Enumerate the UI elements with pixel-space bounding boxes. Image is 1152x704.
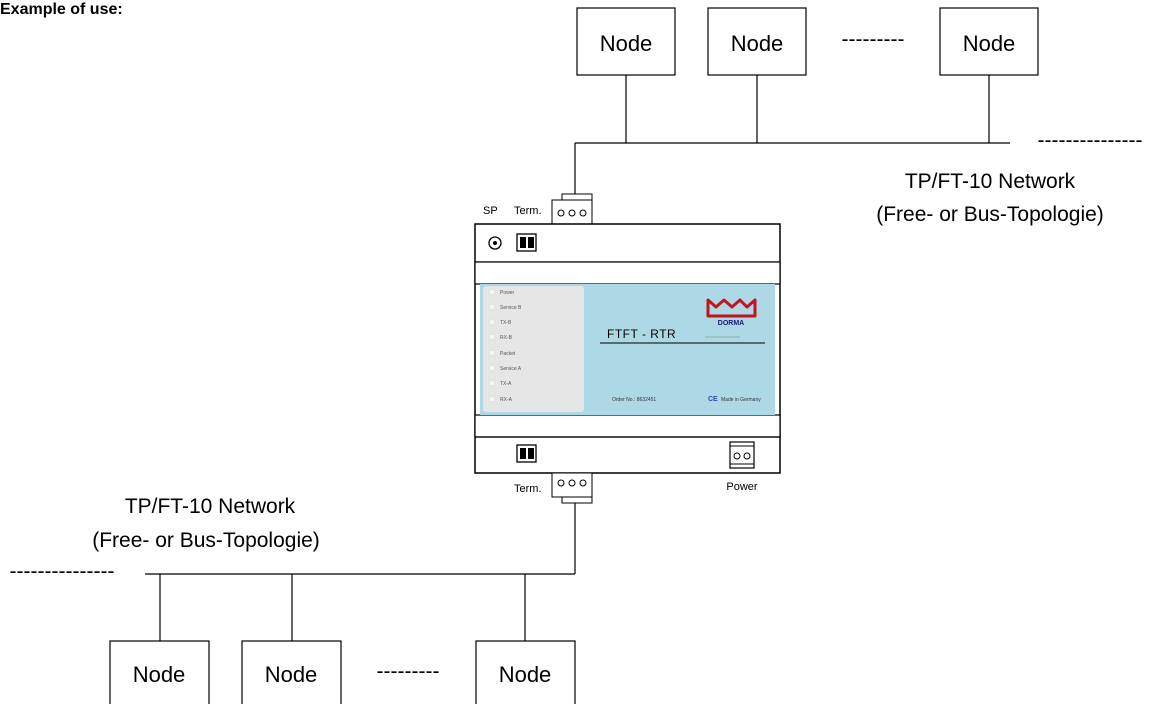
top-node-3-label: Node — [963, 31, 1016, 56]
dip-switch-top-icon — [516, 233, 537, 252]
top-node-1: Node — [576, 7, 676, 76]
led-panel — [483, 286, 584, 412]
led-indicator — [488, 395, 496, 403]
top-terminal-connector — [551, 193, 593, 225]
bottom-node-1: Node — [109, 640, 210, 704]
made-in-label: Made in Germany — [721, 397, 761, 403]
led-list: Power Service B TX-B RX-B Packet Service… — [488, 288, 522, 403]
bottom-bus-ellipsis: --------------- — [10, 560, 115, 583]
service-button-icon — [488, 236, 502, 250]
bottom-bus — [145, 503, 576, 641]
led-indicator — [488, 318, 496, 326]
term-top-label: Term. — [514, 205, 542, 217]
top-bus — [574, 75, 1010, 197]
dorma-logo: DORMA — [706, 298, 757, 327]
bottom-network-label-line2: (Free- or Bus-Topologie) — [92, 529, 320, 552]
dip-switch-bottom-icon — [516, 444, 537, 463]
led-label: Service A — [500, 366, 522, 372]
top-bus-ellipsis: --------------- — [1038, 129, 1143, 152]
bottom-terminal-connector — [551, 472, 593, 504]
bottom-node-2-label: Node — [265, 662, 318, 687]
bottom-node-separator: --------- — [377, 660, 440, 683]
diagram-title: Example of use: — [0, 1, 123, 18]
top-node-1-label: Node — [600, 31, 653, 56]
router-device: SP Term. Power Service B TX-B — [474, 193, 781, 504]
bottom-node-3: Node — [475, 640, 576, 704]
led-label: RX-B — [500, 335, 513, 341]
led-indicator — [488, 303, 496, 311]
power-label: Power — [726, 481, 758, 493]
led-indicator — [488, 333, 496, 341]
led-indicator — [488, 288, 496, 296]
bottom-node-2: Node — [241, 640, 342, 704]
led-label: RX-A — [500, 397, 513, 403]
brand-label: DORMA — [718, 320, 744, 327]
term-bottom-label: Term. — [514, 483, 542, 495]
model-label: FTFT - RTR — [607, 327, 676, 341]
bottom-node-3-label: Node — [499, 662, 552, 687]
led-label: TX-B — [500, 320, 512, 326]
bottom-node-1-label: Node — [133, 662, 186, 687]
led-label: Service B — [500, 305, 522, 311]
top-node-2: Node — [707, 7, 807, 76]
led-label: Power — [500, 290, 515, 296]
top-node-separator: --------- — [842, 28, 905, 51]
ce-mark: CE — [708, 396, 718, 403]
top-node-2-label: Node — [731, 31, 784, 56]
led-indicator — [488, 364, 496, 372]
led-indicator — [488, 379, 496, 387]
top-network-label-line1: TP/FT-10 Network — [905, 170, 1076, 193]
sp-label: SP — [483, 205, 498, 217]
bottom-network-label-line1: TP/FT-10 Network — [125, 495, 296, 518]
power-connector — [729, 441, 755, 469]
led-label: Packet — [500, 351, 516, 357]
top-network-label-line2: (Free- or Bus-Topologie) — [876, 203, 1104, 226]
order-number: Order No.: 8632451 — [612, 397, 656, 403]
led-label: TX-A — [500, 381, 512, 387]
led-indicator — [488, 349, 496, 357]
top-node-3: Node — [939, 7, 1039, 76]
